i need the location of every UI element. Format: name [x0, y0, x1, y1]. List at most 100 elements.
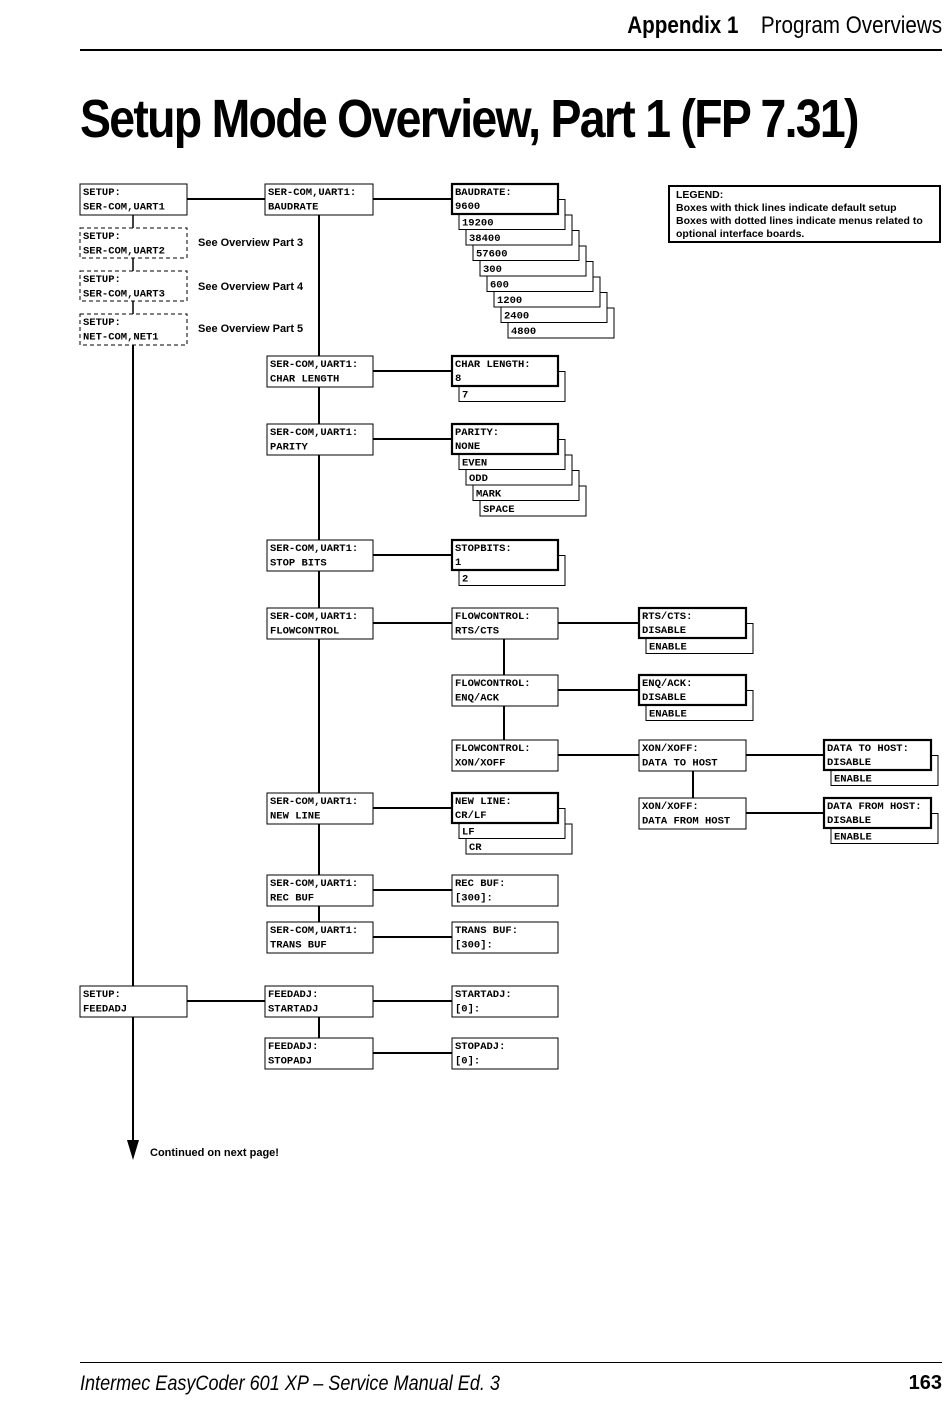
flow-rtscts-box-text: RTS/CTS	[455, 626, 499, 638]
header-section: Appendix 1	[627, 12, 739, 39]
footer-rule	[80, 1362, 942, 1363]
setup-uart2-box-text: SER-COM,UART2	[83, 246, 165, 258]
setup-uart3-box	[79, 270, 188, 302]
menu-stopbits	[266, 539, 374, 572]
baudrate-stack-option-value: 38400	[469, 233, 501, 245]
menu-stopbits-text: STOP BITS	[270, 558, 327, 570]
menu-parity	[266, 423, 374, 456]
menu-charlength-text: SER-COM,UART1:	[270, 359, 358, 371]
newline-stack-title: NEW LINE:	[455, 796, 512, 808]
datatohost-stack-default-card	[822, 738, 933, 772]
enqack-stack-option-value: ENABLE	[649, 709, 687, 721]
menu-flowcontrol	[266, 607, 374, 640]
legend-line: Boxes with dotted lines indicate menus r…	[676, 215, 923, 227]
see-overview-part4: See Overview Part 4	[198, 281, 304, 293]
menu-flowcontrol-text: SER-COM,UART1:	[270, 611, 358, 623]
recbuf-value-box-text: [300]:	[455, 893, 493, 905]
transbuf-value-box	[451, 921, 559, 954]
datafromhost-stack-default-value: DISABLE	[827, 815, 871, 827]
enqack-stack-default-card	[637, 673, 748, 707]
xon-tohost-box-text: XON/XOFF:	[642, 743, 699, 755]
enqack-stack-title: ENQ/ACK:	[642, 678, 692, 690]
menu-parity-text: PARITY	[270, 442, 309, 454]
menu-charlength	[266, 355, 374, 388]
legend-box: LEGEND: Boxes with thick lines indicate …	[668, 185, 941, 243]
datatohost-stack-title: DATA TO HOST:	[827, 743, 909, 755]
newline-stack-option-value: LF	[462, 827, 475, 839]
menu-startadj	[264, 985, 374, 1018]
baudrate-stack-title: BAUDRATE:	[455, 187, 512, 199]
newline-stack-default-card	[450, 791, 560, 825]
transbuf-value-box-text: TRANS BUF:	[455, 925, 518, 937]
startadj-value-box-text: [0]:	[455, 1004, 480, 1016]
parity-stack-default-value: NONE	[455, 441, 480, 453]
parity-stack-default-card	[450, 422, 560, 456]
stopbits-stack-title: STOPBITS:	[455, 543, 512, 555]
rtscts-stack-option-value: ENABLE	[649, 642, 687, 654]
legend-line: optional interface boards.	[676, 228, 805, 240]
menu-baudrate-text: BAUDRATE	[268, 202, 318, 214]
legend-title: LEGEND:	[676, 189, 724, 201]
flow-rtscts-box	[451, 607, 559, 640]
flow-xonxoff-box-text: FLOWCONTROL:	[455, 743, 531, 755]
baudrate-stack-option-value: 1200	[497, 295, 522, 307]
stopbits-stack-default-card	[450, 538, 560, 572]
setup-uart3-box-text: SER-COM,UART3	[83, 289, 165, 301]
datatohost-stack-default-value: DISABLE	[827, 757, 871, 769]
parity-stack-option-value: EVEN	[462, 458, 487, 470]
datafromhost-stack-title: DATA FROM HOST:	[827, 801, 922, 813]
menu-baudrate-text: SER-COM,UART1:	[268, 187, 356, 199]
parity-stack-option-value: ODD	[469, 473, 488, 485]
menu-recbuf-text: SER-COM,UART1:	[270, 878, 358, 890]
datafromhost-stack-option-value: ENABLE	[834, 832, 872, 844]
baudrate-stack-option-value: 19200	[462, 218, 494, 230]
setup-feedadj-box	[79, 985, 188, 1018]
legend-line: Boxes with thick lines indicate default …	[676, 202, 897, 214]
datafromhost-stack-default-card	[822, 796, 933, 830]
parity-stack-option-value: SPACE	[483, 504, 515, 516]
stopbits-stack-default-value: 1	[455, 557, 461, 569]
parity-stack-title: PARITY:	[455, 427, 499, 439]
charlength-stack-default-card	[450, 354, 560, 388]
menu-flowcontrol-text: FLOWCONTROL	[270, 626, 339, 638]
setup-net1-box	[79, 313, 188, 346]
setup-uart2-box	[79, 227, 188, 259]
rtscts-stack-default-card	[637, 606, 748, 640]
see-overview-part3: See Overview Part 3	[198, 237, 303, 249]
setup-uart1-box	[79, 183, 188, 216]
baudrate-stack-option-value: 300	[483, 264, 502, 276]
startadj-value-box-text: STARTADJ:	[455, 989, 512, 1001]
menu-recbuf	[266, 874, 374, 907]
baudrate-stack-option-value: 57600	[476, 249, 508, 261]
xon-fromhost-box	[638, 797, 747, 830]
header-rule	[80, 49, 942, 51]
menu-newline-text: SER-COM,UART1:	[270, 796, 358, 808]
rtscts-stack-title: RTS/CTS:	[642, 611, 692, 623]
menu-startadj-text: STARTADJ	[268, 1004, 318, 1016]
see-overview-part5: See Overview Part 5	[198, 323, 303, 335]
setup-net1-box-text: NET-COM,NET1	[83, 332, 159, 344]
stopadj-value-box-text: [0]:	[455, 1056, 480, 1068]
flow-enqack-box	[451, 674, 559, 707]
menu-parity-text: SER-COM,UART1:	[270, 427, 358, 439]
stopbits-stack-option-value: 2	[462, 574, 468, 586]
baudrate-stack-option-value: 4800	[511, 326, 536, 338]
parity-stack-option-value: MARK	[476, 489, 502, 501]
setup-uart1-box-text: SER-COM,UART1	[83, 202, 165, 214]
baudrate-stack-option-value: 2400	[504, 311, 529, 323]
recbuf-value-box	[451, 874, 559, 907]
setup-uart3-box-text: SETUP:	[83, 274, 121, 286]
enqack-stack-default-value: DISABLE	[642, 692, 686, 704]
baudrate-stack-option-value: 600	[490, 280, 509, 292]
menu-transbuf-text: TRANS BUF	[270, 940, 327, 952]
menu-stopadj-text: STOPADJ	[268, 1056, 312, 1068]
continue-arrow	[127, 1140, 139, 1160]
menu-newline-text: NEW LINE	[270, 811, 320, 823]
stopadj-value-box	[451, 1037, 559, 1070]
stopadj-value-box-text: STOPADJ:	[455, 1041, 505, 1053]
setup-uart1-box-text: SETUP:	[83, 187, 121, 199]
flow-rtscts-box-text: FLOWCONTROL:	[455, 611, 531, 623]
newline-stack-option-value: CR	[469, 842, 482, 854]
